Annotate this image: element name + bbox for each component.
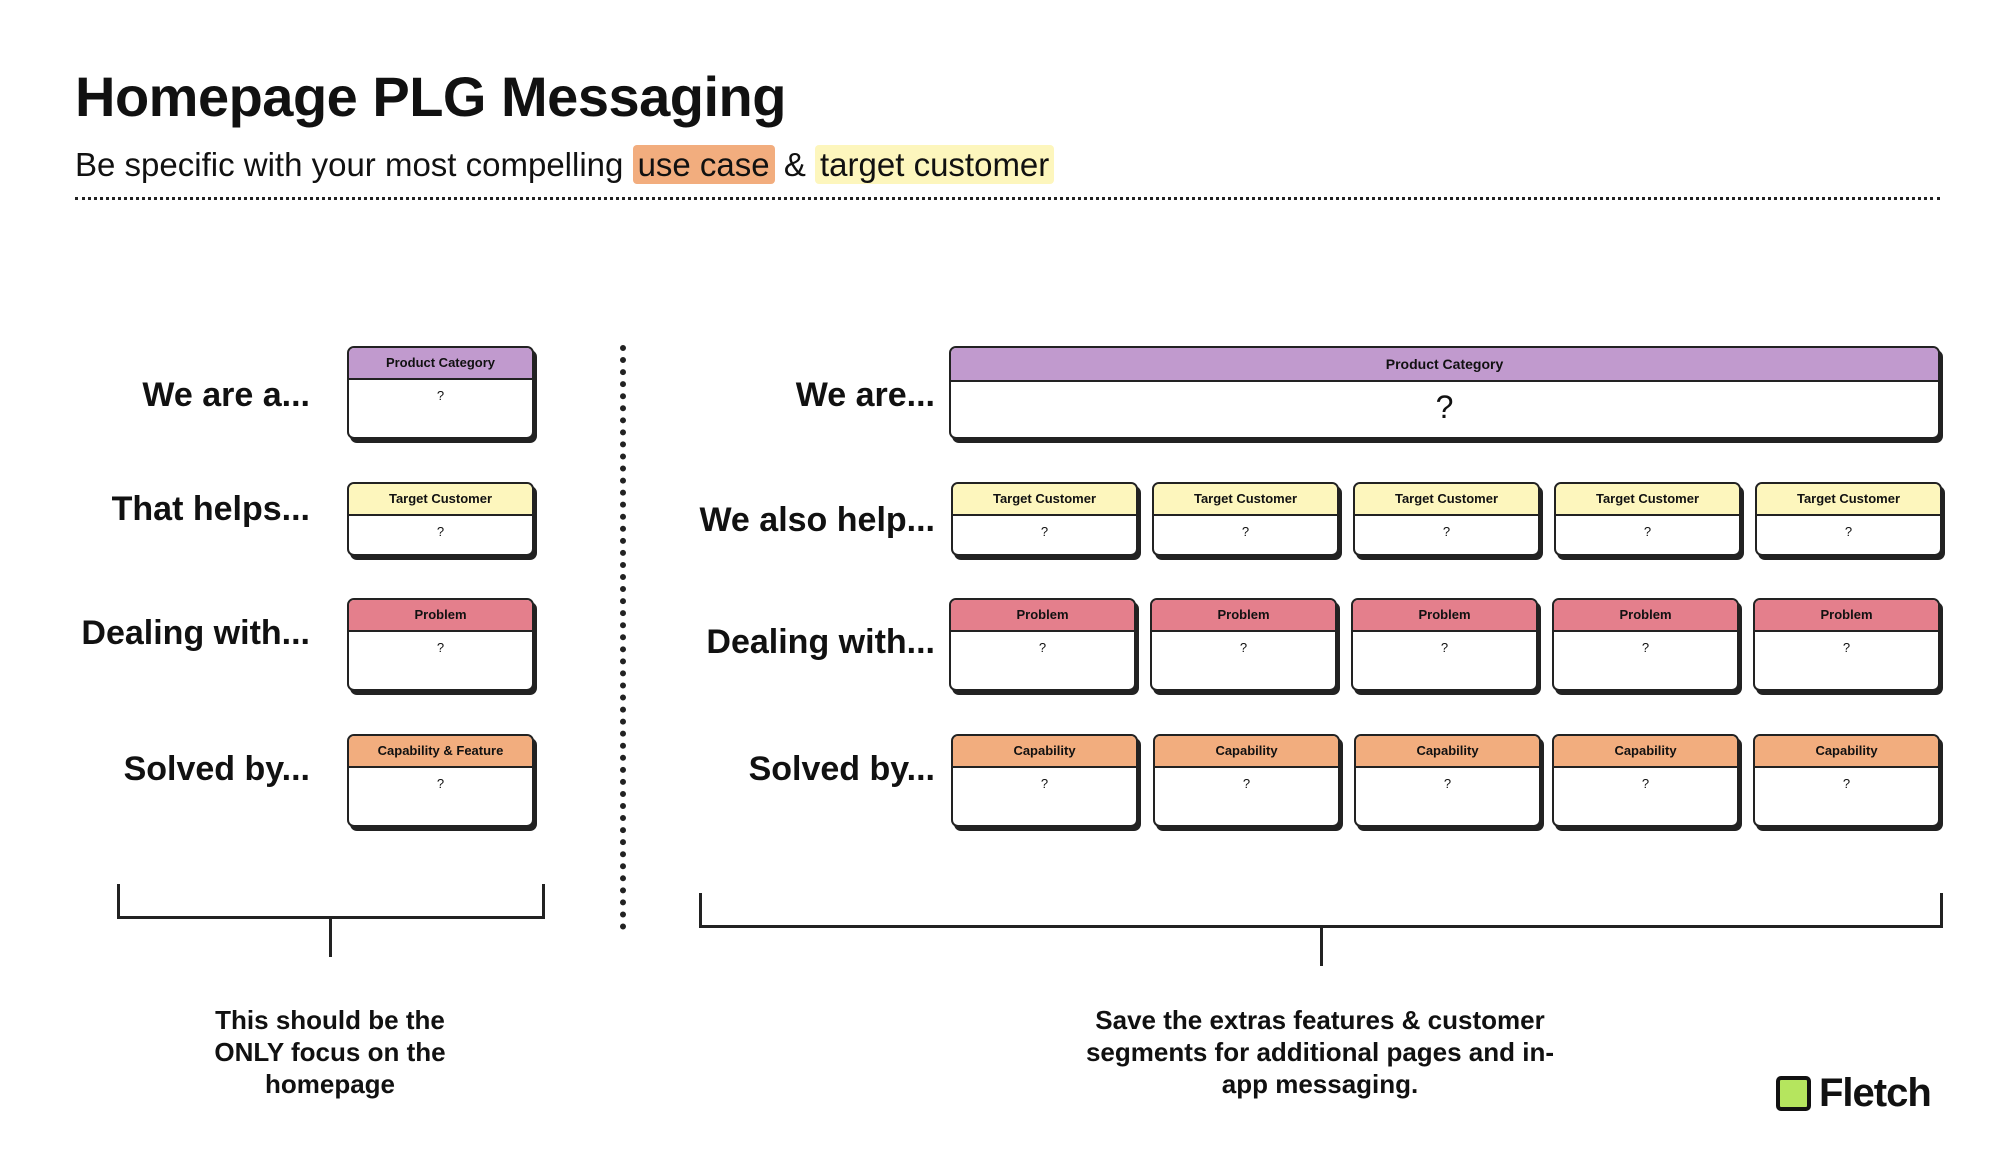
card-capability[interactable]: Capability ?	[1153, 734, 1340, 827]
card-problem[interactable]: Problem ?	[1753, 598, 1940, 691]
card-header: Problem	[1554, 600, 1737, 632]
row-label-we-are: We are...	[795, 376, 935, 414]
card-value: ?	[1641, 640, 1650, 655]
bracket-left	[117, 884, 545, 919]
subtitle-text: Be specific with your most compelling	[75, 146, 624, 183]
card-target-customer[interactable]: Target Customer ?	[347, 482, 534, 556]
row-label-solved-by: Solved by...	[123, 750, 310, 788]
card-header: Capability	[953, 736, 1136, 768]
row-label-we-are-a: We are a...	[142, 376, 310, 414]
note-left: This should be the ONLY focus on the hom…	[214, 1005, 446, 1099]
card-header: Capability	[1155, 736, 1338, 768]
card-capability[interactable]: Capability ?	[1753, 734, 1940, 827]
card-header: Target Customer	[1355, 484, 1538, 516]
card-value: ?	[1442, 524, 1451, 539]
card-header: Problem	[349, 600, 532, 632]
card-value: ?	[436, 388, 445, 403]
card-header: Target Customer	[1154, 484, 1337, 516]
card-value: ?	[1242, 776, 1251, 791]
row-label-dealing-with: Dealing with...	[706, 623, 935, 661]
card-value: ?	[1440, 640, 1449, 655]
card-header: Target Customer	[953, 484, 1136, 516]
card-value: ?	[1241, 524, 1250, 539]
card-problem[interactable]: Problem ?	[949, 598, 1136, 691]
page-subtitle: Be specific with your most compelling us…	[75, 145, 1055, 184]
brand-logo: Fletch	[1776, 1071, 1932, 1116]
card-value: ?	[436, 776, 445, 791]
card-value: ?	[436, 640, 445, 655]
card-target-customer[interactable]: Target Customer ?	[1755, 482, 1942, 556]
row-label-solved-by: Solved by...	[748, 750, 935, 788]
card-header: Capability	[1755, 736, 1938, 768]
page-title: Homepage PLG Messaging	[75, 65, 786, 128]
bracket-left-stem	[329, 917, 332, 957]
card-header: Product Category	[349, 348, 532, 380]
card-target-customer[interactable]: Target Customer ?	[951, 482, 1138, 556]
card-value: ?	[1643, 524, 1652, 539]
card-header: Capability	[1356, 736, 1539, 768]
card-problem[interactable]: Problem ?	[1351, 598, 1538, 691]
card-header: Problem	[951, 600, 1134, 632]
card-value: ?	[1844, 524, 1853, 539]
card-target-customer[interactable]: Target Customer ?	[1353, 482, 1540, 556]
card-header: Capability & Feature	[349, 736, 532, 768]
card-capability[interactable]: Capability ?	[951, 734, 1138, 827]
card-value: ?	[1641, 776, 1650, 791]
card-header: Problem	[1152, 600, 1335, 632]
row-label-we-also-help: We also help...	[699, 501, 935, 539]
note-right: Save the extras features & customer segm…	[1085, 1005, 1555, 1099]
card-capability[interactable]: Capability ?	[1552, 734, 1739, 827]
square-logo-icon	[1776, 1076, 1811, 1111]
subtitle-ampersand: &	[783, 146, 806, 183]
card-problem[interactable]: Problem ?	[1150, 598, 1337, 691]
card-header: Target Customer	[1556, 484, 1739, 516]
highlight-use-case: use case	[632, 145, 775, 184]
card-value: ?	[1435, 389, 1454, 425]
card-value: ?	[1040, 524, 1049, 539]
card-header: Target Customer	[1757, 484, 1940, 516]
vertical-dotted-divider	[620, 345, 626, 930]
card-target-customer[interactable]: Target Customer ?	[1554, 482, 1741, 556]
card-value: ?	[436, 524, 445, 539]
card-value: ?	[1842, 640, 1851, 655]
card-capability-feature[interactable]: Capability & Feature ?	[347, 734, 534, 827]
card-value: ?	[1038, 640, 1047, 655]
row-label-that-helps: That helps...	[111, 490, 310, 528]
card-capability[interactable]: Capability ?	[1354, 734, 1541, 827]
card-target-customer[interactable]: Target Customer ?	[1152, 482, 1339, 556]
card-product-category-wide[interactable]: Product Category ?	[949, 346, 1940, 439]
dotted-divider	[75, 197, 1940, 200]
bracket-right-stem	[1320, 926, 1323, 966]
card-product-category[interactable]: Product Category ?	[347, 346, 534, 439]
card-header: Problem	[1755, 600, 1938, 632]
card-header: Capability	[1554, 736, 1737, 768]
card-header: Product Category	[951, 348, 1938, 382]
card-value: ?	[1040, 776, 1049, 791]
row-label-dealing-with: Dealing with...	[81, 614, 310, 652]
card-header: Target Customer	[349, 484, 532, 516]
bracket-right	[699, 893, 1943, 928]
card-value: ?	[1842, 776, 1851, 791]
card-value: ?	[1443, 776, 1452, 791]
brand-name: Fletch	[1819, 1071, 1932, 1115]
card-problem[interactable]: Problem ?	[1552, 598, 1739, 691]
highlight-target-customer: target customer	[815, 145, 1055, 184]
card-header: Problem	[1353, 600, 1536, 632]
card-problem[interactable]: Problem ?	[347, 598, 534, 691]
card-value: ?	[1239, 640, 1248, 655]
